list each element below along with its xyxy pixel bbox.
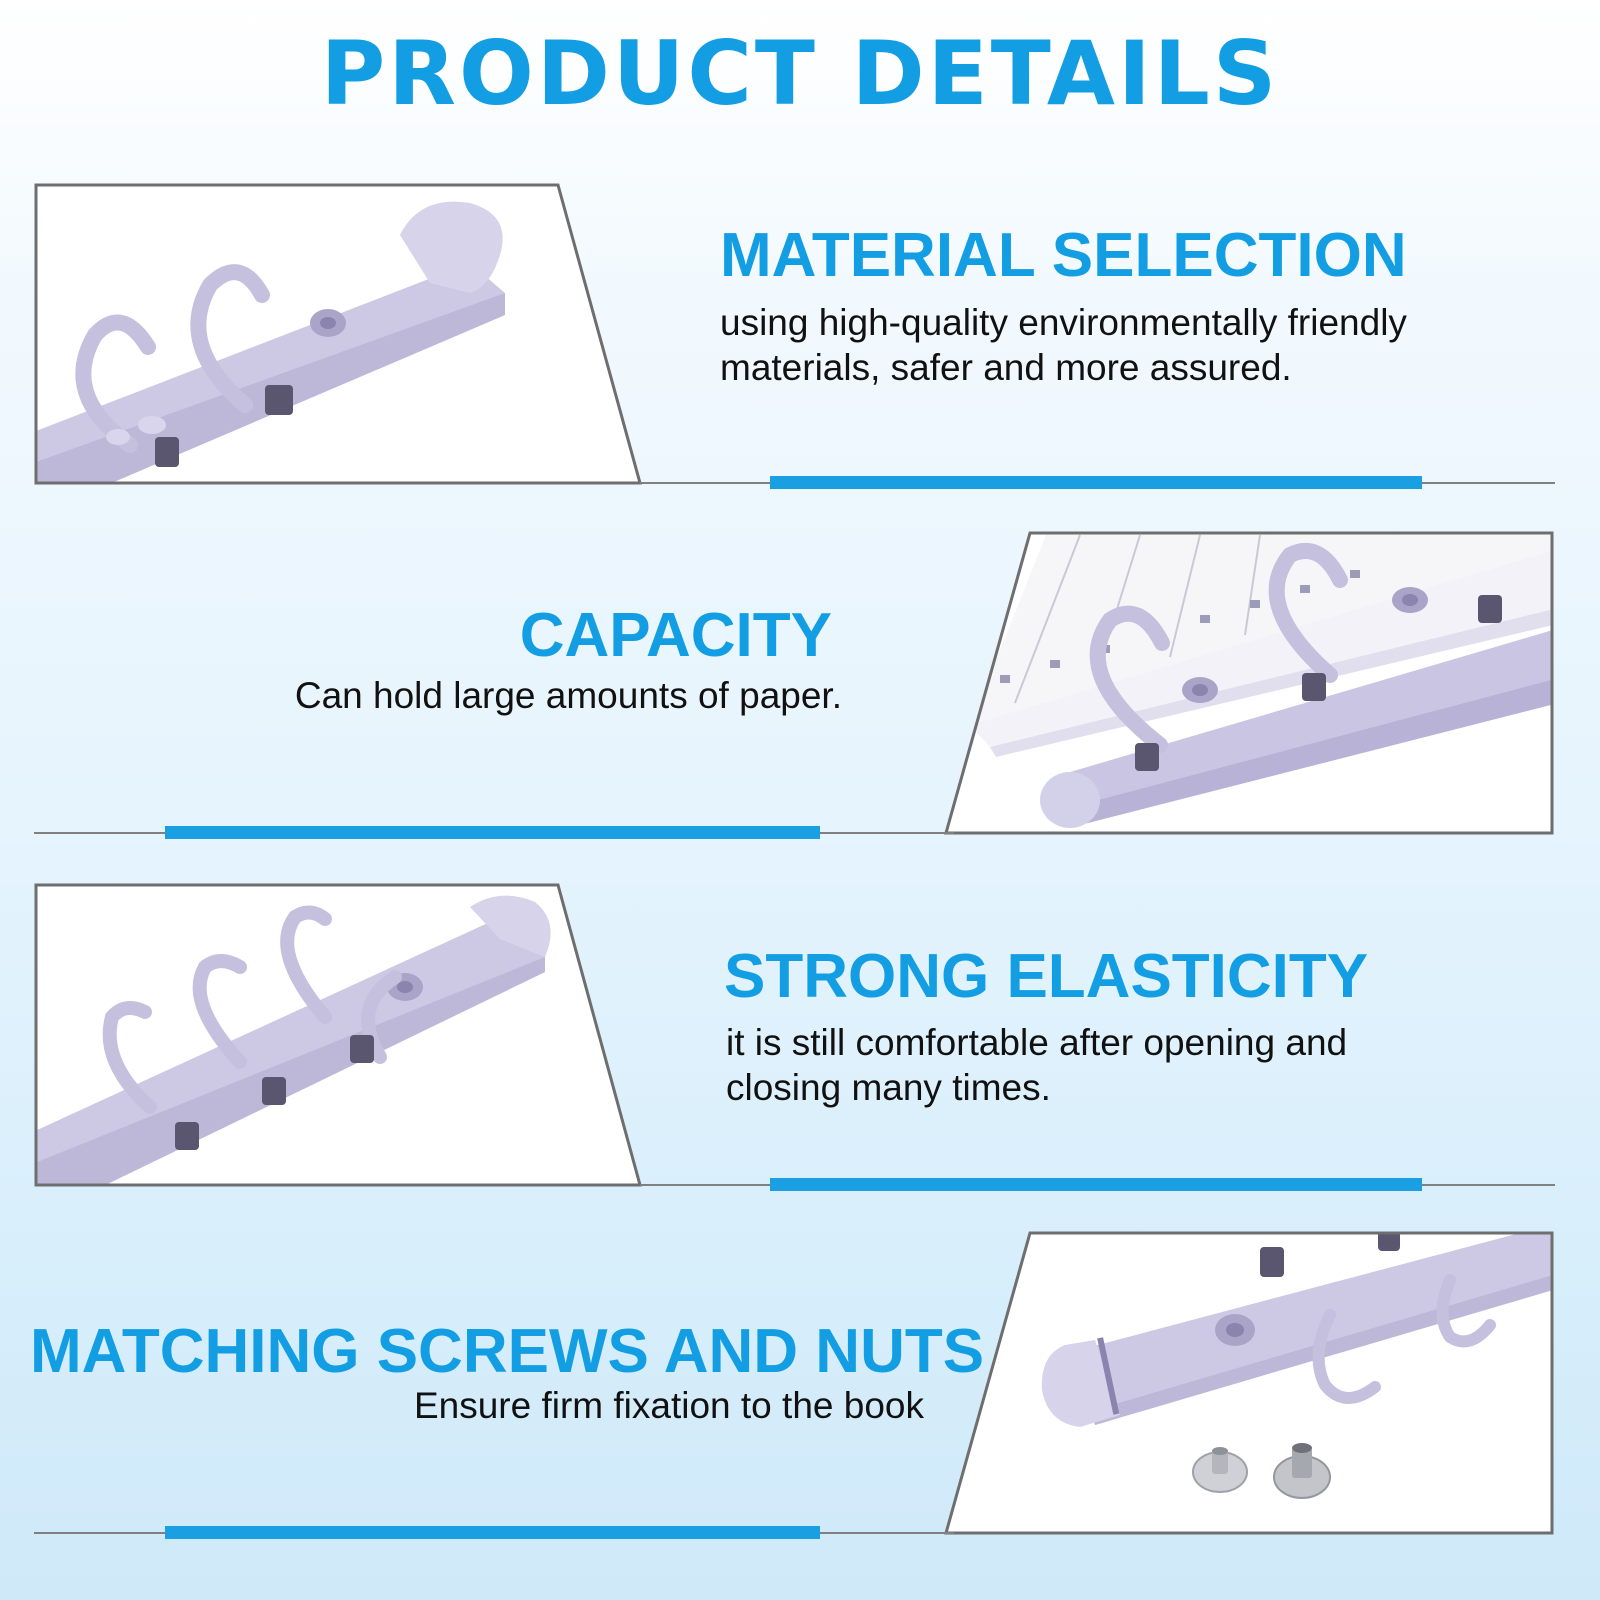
feature-heading-material: MATERIAL SELECTION bbox=[720, 221, 1407, 290]
accent-bar-3 bbox=[770, 1178, 1422, 1191]
feature-description-capacity: Can hold large amounts of paper. bbox=[294, 675, 842, 716]
feature-description-material: using high-quality environmentally frien… bbox=[720, 302, 1407, 388]
feature-description-screws: Ensure firm fixation to the book bbox=[413, 1385, 924, 1426]
binder-screws-photo bbox=[930, 1225, 1570, 1545]
feature-description-elasticity: it is still comfortable after opening an… bbox=[726, 1022, 1348, 1108]
feature-heading-capacity: CAPACITY bbox=[519, 601, 832, 670]
feature-heading-screws: MATCHING SCREWS AND NUTS bbox=[30, 1317, 985, 1386]
accent-bar-4 bbox=[165, 1526, 820, 1539]
accent-bar-2 bbox=[165, 826, 820, 839]
binder-with-paper-photo bbox=[930, 525, 1570, 845]
binder-ring-photo-open bbox=[0, 877, 660, 1197]
feature-heading-elasticity: STRONG ELASTICITY bbox=[724, 942, 1369, 1011]
binder-ring-photo-1 bbox=[0, 175, 660, 495]
page-title: PRODUCT DETAILS bbox=[320, 22, 1280, 125]
accent-bar-1 bbox=[770, 476, 1422, 489]
